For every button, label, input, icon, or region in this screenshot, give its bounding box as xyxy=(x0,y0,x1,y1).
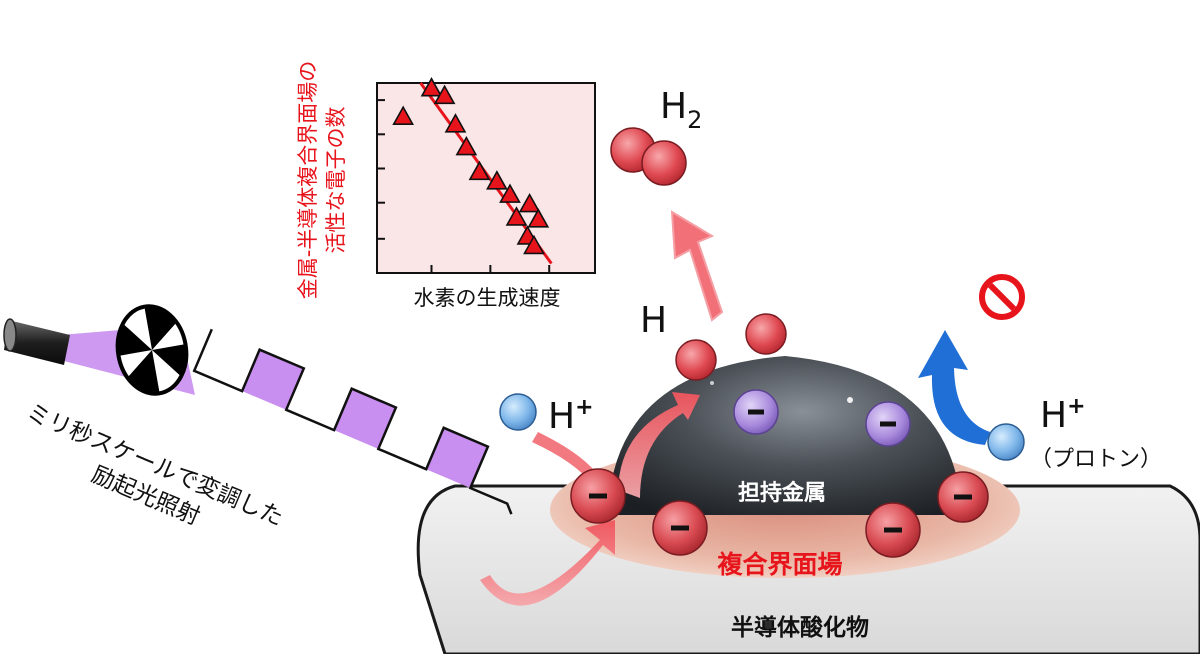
proton-right-main: H xyxy=(1040,395,1067,436)
electrons-group xyxy=(570,389,989,558)
proton-right-label: H+ xyxy=(1040,394,1086,436)
h2-label: H2 xyxy=(660,86,702,134)
proton-note: （プロトン） xyxy=(1030,447,1162,472)
lower-curved-arrow xyxy=(480,520,615,606)
hydrogen-group xyxy=(610,127,787,381)
proton-left xyxy=(499,393,537,431)
light-tube-end xyxy=(3,318,17,352)
pulse-baseline xyxy=(192,328,513,515)
dome-highlight xyxy=(847,397,853,403)
proton-left-main: H xyxy=(548,396,575,437)
proton-left-label: H+ xyxy=(548,395,594,437)
modulated-pulse-train xyxy=(242,349,488,488)
electron-metal xyxy=(865,401,911,447)
data-point-triangle xyxy=(523,234,545,255)
support-label: 半導体酸化物 xyxy=(731,614,869,641)
h2-label-sub: 2 xyxy=(687,106,702,134)
proton-left-sup: + xyxy=(575,395,593,420)
chart-y-label-line1: 金属-半導体複合界面場の xyxy=(296,61,320,300)
chart-y-ticks xyxy=(377,99,385,240)
hydrogen-atom xyxy=(745,313,787,355)
dome-highlight-small xyxy=(710,381,714,385)
electron-flow-arrows xyxy=(480,210,990,606)
h2-atom xyxy=(641,140,687,186)
proton-right xyxy=(987,423,1025,461)
left-curved-arrow xyxy=(532,432,600,484)
data-point-triangle xyxy=(420,77,443,97)
h2-up-arrow xyxy=(670,210,724,322)
light-pulse xyxy=(334,388,396,449)
electron-interface xyxy=(652,500,708,556)
electron-metal xyxy=(733,389,779,435)
electron-interface xyxy=(570,468,626,524)
light-tube xyxy=(4,320,70,365)
data-point-triangle xyxy=(433,84,456,105)
chopper-wheel-icon xyxy=(115,304,189,396)
hydrogen-atom xyxy=(675,339,717,381)
blue-curved-arrow xyxy=(918,330,990,445)
data-point-triangle xyxy=(518,192,541,213)
chart-y-label-line2: 活性な電子の数 xyxy=(324,107,348,254)
data-point-triangle xyxy=(486,170,508,190)
minus-sign-icon xyxy=(954,494,972,500)
chart-x-ticks xyxy=(430,265,551,273)
electron-interface xyxy=(937,471,989,523)
minus-sign-icon xyxy=(748,409,764,415)
data-point-triangle xyxy=(527,208,550,228)
h2-label-main: H xyxy=(660,86,687,127)
dome-curved-arrow xyxy=(618,392,700,498)
interface-label: 複合界面場 xyxy=(717,550,842,579)
inset-chart: 水素の生成速度 金属-半導体複合界面場の 活性な電子の数 xyxy=(296,61,596,310)
chart-points xyxy=(392,77,550,255)
light-pulse xyxy=(242,349,304,410)
h-atom-label: H xyxy=(640,300,667,341)
minus-sign-icon xyxy=(671,525,689,531)
proton-right-sup: + xyxy=(1067,394,1085,419)
minus-sign-icon xyxy=(589,493,607,499)
light-source xyxy=(3,304,195,396)
light-pulse xyxy=(426,427,488,488)
data-point-triangle xyxy=(505,206,528,226)
data-point-triangle xyxy=(444,113,467,133)
prohibited-icon xyxy=(979,274,1025,320)
data-point-triangle xyxy=(499,183,521,203)
chart-x-label: 水素の生成速度 xyxy=(414,286,561,310)
data-point-triangle xyxy=(455,135,478,156)
minus-sign-icon xyxy=(880,421,896,427)
data-point-triangle xyxy=(392,105,415,125)
metal-label: 担持金属 xyxy=(738,480,826,506)
minus-sign-icon xyxy=(884,527,902,533)
electron-interface xyxy=(865,502,921,558)
data-point-triangle xyxy=(468,160,491,181)
